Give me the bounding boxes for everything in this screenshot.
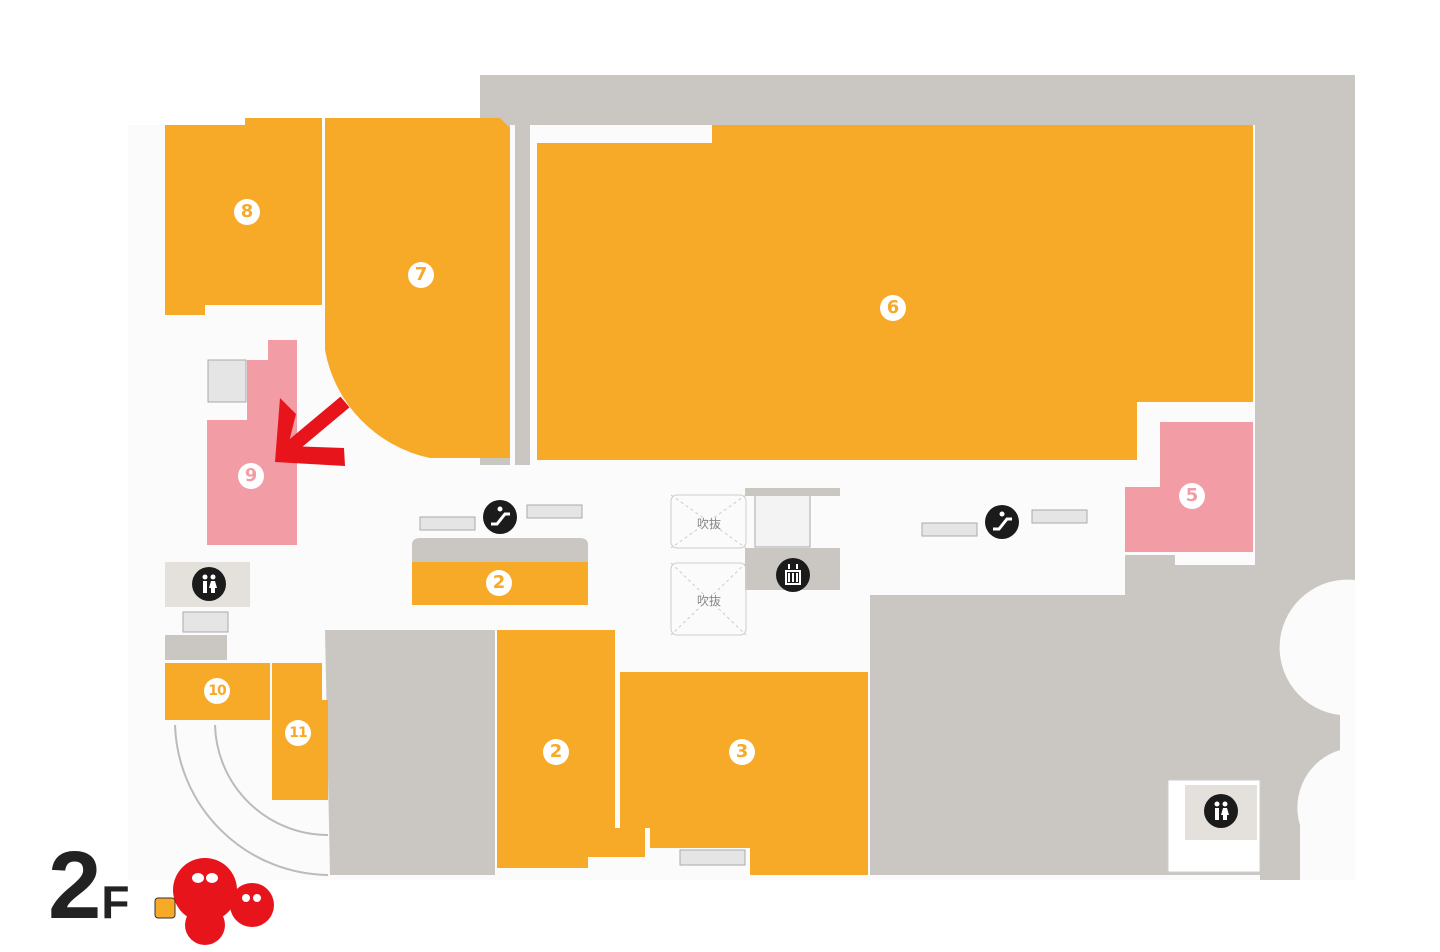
store-2b-area[interactable] — [497, 630, 645, 868]
gray-block-west — [325, 630, 495, 875]
elevator-icon — [776, 558, 810, 592]
floor-indicator: 2F — [48, 838, 130, 934]
void-label: 吹抜 — [697, 594, 722, 608]
arrow-icon — [275, 396, 350, 466]
building-outer-gray — [480, 75, 1355, 880]
store-9-label[interactable]: 9 — [238, 463, 264, 489]
store-2b-label[interactable]: 2 — [543, 739, 569, 765]
store-5-label[interactable]: 5 — [1179, 483, 1205, 509]
escalator-icon — [483, 500, 517, 534]
void-label: 吹抜 — [697, 517, 722, 531]
floor-suffix: F — [101, 876, 130, 928]
restroom-icon — [192, 567, 226, 601]
gray-block-east — [870, 555, 1260, 875]
store-3-area[interactable] — [620, 672, 868, 875]
store-3-label[interactable]: 3 — [729, 739, 755, 765]
store-2a-label[interactable]: 2 — [486, 570, 512, 596]
mascot-logo — [154, 858, 274, 945]
store-11-label[interactable]: 11 — [285, 720, 311, 746]
store-7-area[interactable] — [325, 118, 510, 458]
store-8-label[interactable]: 8 — [234, 199, 260, 225]
store-6-area[interactable] — [537, 125, 1253, 460]
store-6-label[interactable]: 6 — [880, 295, 906, 321]
store-10-label[interactable]: 10 — [204, 678, 230, 704]
store-9-area[interactable] — [207, 340, 297, 545]
escalator-icon — [985, 505, 1019, 539]
floor-number: 2 — [48, 832, 102, 939]
store-7-label[interactable]: 7 — [408, 262, 434, 288]
restroom-icon — [1204, 794, 1238, 828]
